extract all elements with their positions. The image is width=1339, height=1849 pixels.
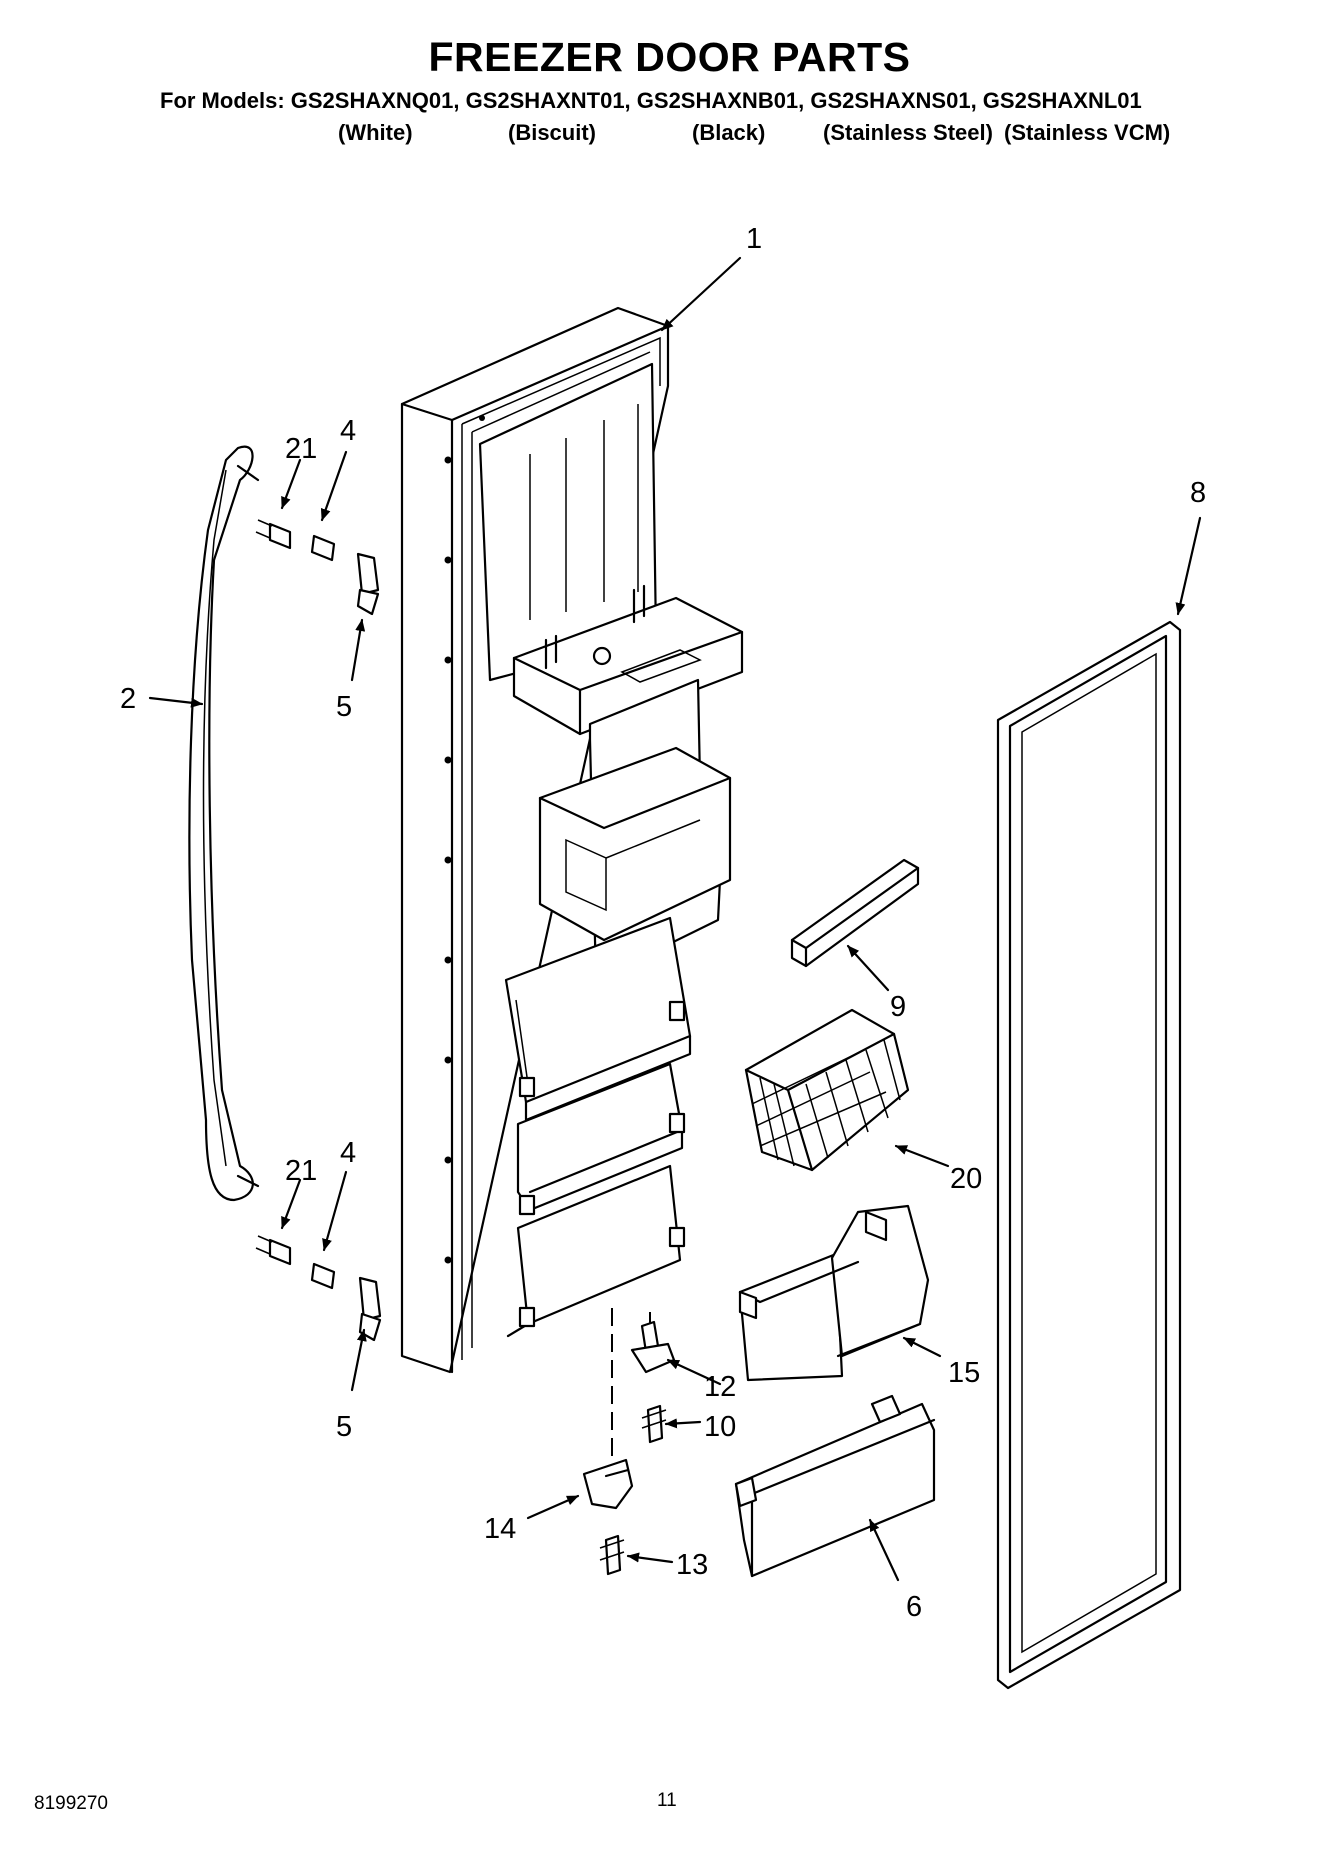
models-line: For Models: GS2SHAXNQ01, GS2SHAXNT01, GS… [160,88,1142,113]
callout-6: 6 [906,1591,922,1623]
finish-stainless-vcm: (Stainless VCM) [1004,120,1171,145]
callout-labels: 1 2 4 21 5 8 9 20 15 12 10 14 13 6 4 21 … [120,223,1206,1623]
callout-4-upper: 4 [340,415,356,447]
page-title: FREEZER DOOR PARTS [428,34,911,80]
callout-5-lower: 5 [336,1411,352,1443]
finish-biscuit: (Biscuit) [508,120,596,145]
callout-15: 15 [948,1357,980,1389]
callout-2: 2 [120,683,136,715]
callout-4-lower: 4 [340,1137,356,1169]
callout-10: 10 [704,1411,736,1443]
callout-5-upper: 5 [336,691,352,723]
callout-1: 1 [746,223,762,255]
wire-basket [744,1008,910,1172]
finish-black: (Black) [692,120,766,145]
door-gasket [996,620,1182,1690]
freezer-door-panel [400,306,744,1374]
page-number: 11 [657,1790,677,1811]
door-screw-holes [444,415,485,1264]
upper-fasteners [255,519,380,616]
shelf-rail [790,858,920,968]
callout-leaders [148,256,1202,1582]
callout-20: 20 [950,1163,982,1195]
door-handle [188,445,260,1202]
door-bin-6 [734,1394,936,1578]
hinge-assembly [582,1308,676,1576]
door-bin-15 [738,1204,930,1382]
callout-8: 8 [1190,477,1206,509]
callout-21-upper: 21 [285,433,317,465]
callout-12: 12 [704,1371,736,1403]
callout-14: 14 [484,1513,516,1545]
document-number: 8199270 [34,1793,108,1814]
lower-fasteners [255,1235,382,1342]
finish-white: (White) [338,120,413,145]
callout-21-lower: 21 [285,1155,317,1187]
callout-13: 13 [676,1549,708,1581]
finish-stainless-steel: (Stainless Steel) [823,120,993,145]
callout-9: 9 [890,991,906,1023]
